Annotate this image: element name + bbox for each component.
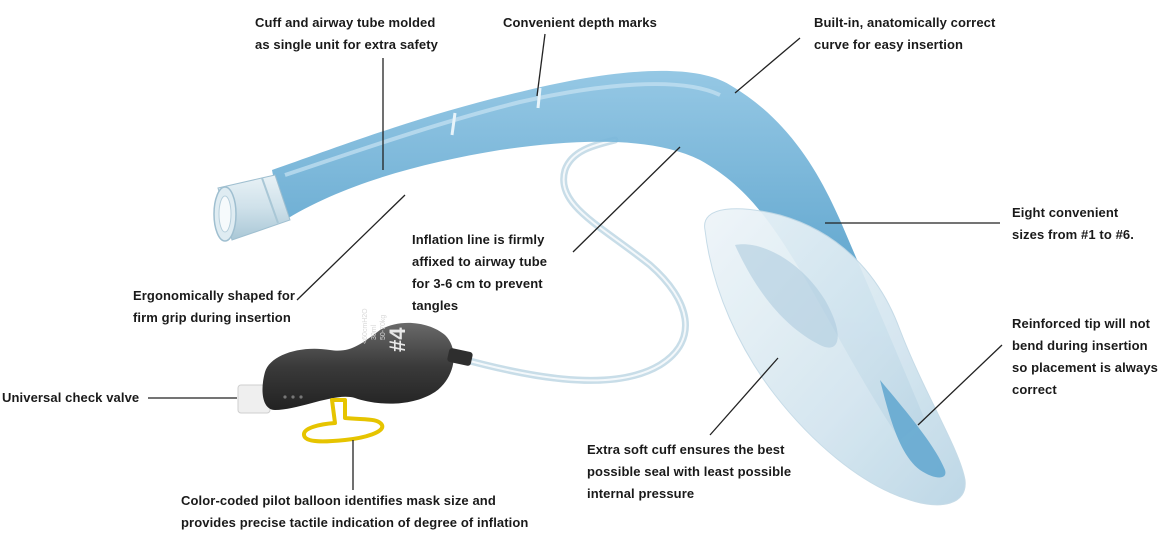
leader-depth-marks <box>536 33 546 97</box>
leader-ergonomic-grip <box>296 194 406 301</box>
balloon-pressure-mark: <60cmH2O <box>362 308 369 344</box>
callout-depth-marks: Convenient depth marks <box>503 15 657 30</box>
reinforced-tip <box>880 380 946 478</box>
leader-built-in-curve <box>734 37 801 94</box>
callout-reinforced-tip: Reinforced tip will not bend during inse… <box>1012 316 1158 397</box>
callout-inflation-line: Inflation line is firmly affixed to airw… <box>412 232 548 313</box>
airway-tube <box>272 70 925 440</box>
callout-ergonomic-grip: Ergonomically shaped for firm grip durin… <box>133 288 296 325</box>
balloon-size-mark: #4 <box>385 327 410 352</box>
balloon-weight-mark: 50-70kg <box>380 315 387 340</box>
leader-inflation-line <box>572 146 681 253</box>
depth-mark-2 <box>450 112 457 136</box>
callout-cuff-and-tube: Cuff and airway tube molded as single un… <box>255 15 438 52</box>
pilot-balloon: #4 50-70kg 30ml <60cmH2O <box>237 308 473 444</box>
callout-eight-sizes: Eight convenient sizes from #1 to #6. <box>1012 205 1134 242</box>
balloon-volume-mark: 30ml <box>371 324 378 340</box>
tube-connector <box>213 174 291 242</box>
callout-check-valve: Universal check valve <box>2 390 140 405</box>
leader-soft-cuff <box>709 357 779 436</box>
yellow-clip <box>302 398 385 444</box>
depth-mark-1 <box>536 87 542 109</box>
callout-built-in-curve: Built-in, anatomically correct curve for… <box>814 15 996 52</box>
callout-soft-cuff: Extra soft cuff ensures the best possibl… <box>587 442 792 501</box>
leader-reinforced-tip <box>917 344 1003 426</box>
callout-pilot-balloon: Color-coded pilot balloon identifies mas… <box>181 493 529 530</box>
